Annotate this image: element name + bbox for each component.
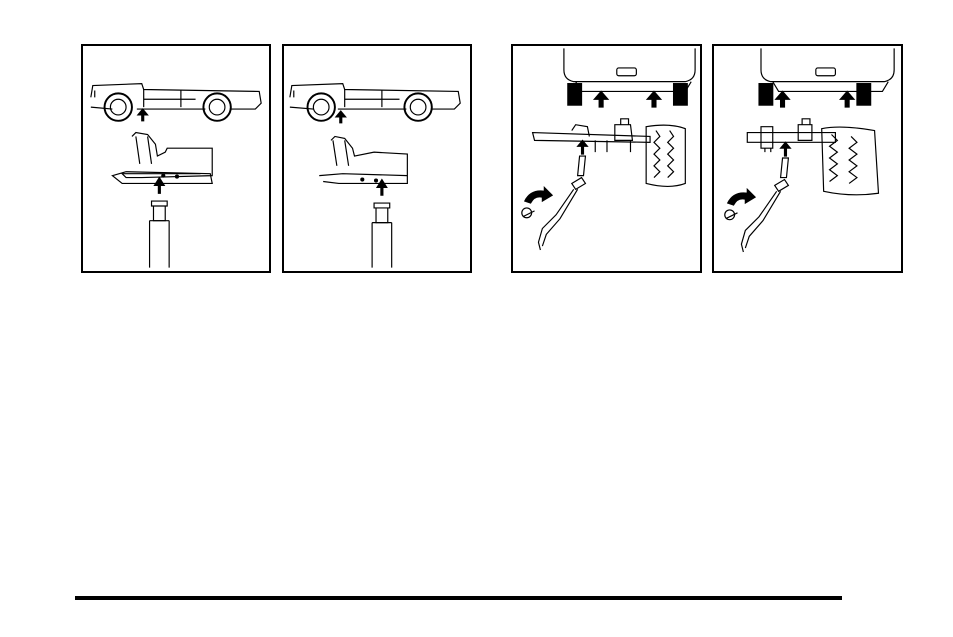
jacking-figure-rear: [282, 44, 472, 273]
rear-axle-jack-crank-illustration: [513, 46, 700, 271]
footer-rule: [75, 596, 842, 600]
truck-side-jack-point-front-illustration: [83, 46, 269, 271]
jacking-figure-rear-axle-alt: [712, 44, 903, 273]
jacking-figure-front: [81, 44, 271, 273]
jacking-figure-rear-axle: [511, 44, 702, 273]
rear-axle-jack-crank-alt-illustration: [714, 46, 901, 271]
truck-side-jack-point-rear-illustration: [284, 46, 470, 271]
